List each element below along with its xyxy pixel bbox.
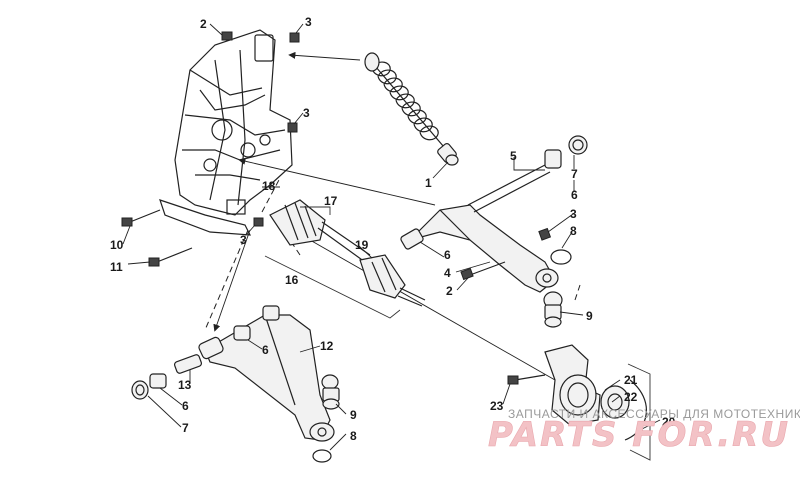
watermark-tagline: ЗАПЧАСТИ И АКСЕССУАРЫ ДЛЯ МОТОТЕХНИКИ xyxy=(508,407,800,421)
callout-4: 4 xyxy=(444,266,451,280)
shock-absorber xyxy=(364,52,459,166)
callout-23: 23 xyxy=(490,399,504,413)
callout-19: 19 xyxy=(355,238,369,252)
callout-16: 16 xyxy=(285,273,299,287)
arrow-arm-to-frame xyxy=(238,157,436,206)
axle-center-line xyxy=(309,239,556,381)
reference-line xyxy=(261,177,281,213)
upper-a-arm xyxy=(400,135,588,328)
callout-17: 17 xyxy=(324,194,338,208)
vehicle-frame xyxy=(159,29,293,236)
callout-6: 6 xyxy=(444,248,451,262)
callout-12: 12 xyxy=(320,339,334,353)
callout-18: 18 xyxy=(262,179,276,193)
callout-labels: 2 3 3 1 5 7 6 3 8 6 4 2 9 19 17 18 3 16 … xyxy=(110,15,676,443)
arrow-shock-to-frame xyxy=(288,51,361,61)
callout-10: 10 xyxy=(110,238,124,252)
callout-6: 6 xyxy=(262,343,269,357)
callout-9: 9 xyxy=(350,408,357,422)
callout-13: 13 xyxy=(178,378,192,392)
callout-3: 3 xyxy=(570,207,577,221)
callout-leaders xyxy=(122,23,661,451)
callout-3: 3 xyxy=(303,106,310,120)
callout-3: 3 xyxy=(240,233,247,247)
callout-9: 9 xyxy=(586,309,593,323)
watermark-brand: PARTS FOR.RU xyxy=(488,415,790,455)
reference-line xyxy=(204,229,249,331)
callout-8: 8 xyxy=(570,224,577,238)
callout-21: 21 xyxy=(624,373,638,387)
steering-knuckle xyxy=(507,344,651,461)
callout-3: 3 xyxy=(305,15,312,29)
cv-axle xyxy=(253,199,426,319)
callout-1: 1 xyxy=(425,176,432,190)
lower-a-arm xyxy=(131,305,340,463)
callout-22: 22 xyxy=(624,390,638,404)
watermark: ЗАПЧАСТИ И АКСЕССУАРЫ ДЛЯ МОТОТЕХНИКИ PA… xyxy=(488,407,800,455)
frame-bolts xyxy=(121,31,300,267)
callout-6: 6 xyxy=(182,399,189,413)
callout-20: 20 xyxy=(662,415,676,429)
callout-5: 5 xyxy=(510,149,517,163)
callout-11: 11 xyxy=(110,260,123,274)
reference-line xyxy=(574,284,581,301)
arrow-lower-arm-to-frame xyxy=(213,229,251,332)
callout-7: 7 xyxy=(182,421,189,435)
callout-8: 8 xyxy=(350,429,357,443)
callout-6: 6 xyxy=(571,188,578,202)
callout-7: 7 xyxy=(571,167,578,181)
callout-2: 2 xyxy=(446,284,453,298)
callout-2: 2 xyxy=(200,17,207,31)
